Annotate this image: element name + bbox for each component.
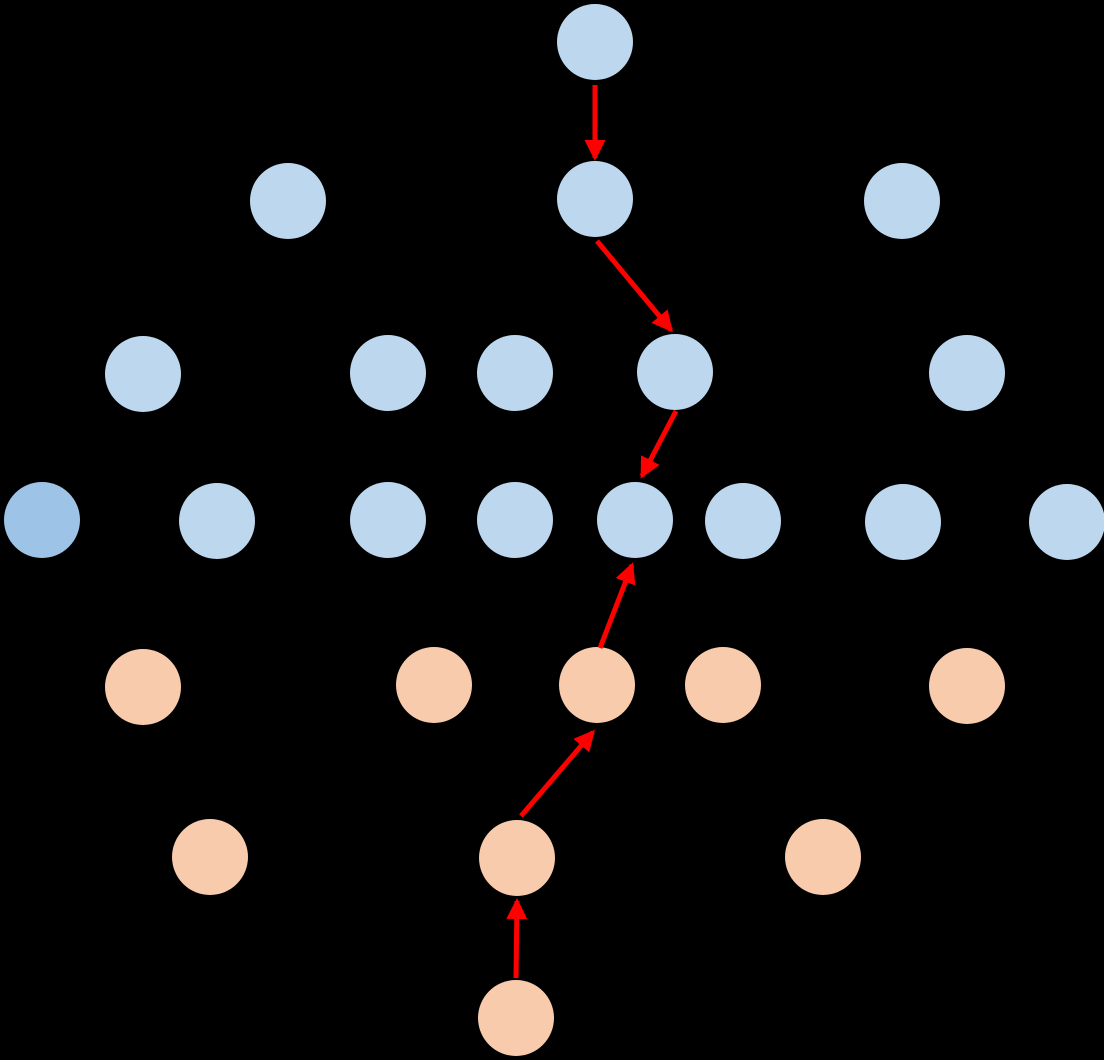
graph-node-r4-4 [477, 482, 553, 558]
graph-node-r4-3 [350, 482, 426, 558]
graph-node-r2-2 [557, 161, 633, 237]
graph-node-r2-1 [250, 163, 326, 239]
graph-node-r6-1 [172, 819, 248, 895]
search-path-arrow-r7-1-to-r6-2 [506, 898, 528, 979]
graph-node-r4-1 [4, 482, 80, 558]
graph-node-r5-5 [929, 648, 1005, 724]
graph-node-r2-3 [864, 163, 940, 239]
search-path-arrow-r3-4-to-r4-5 [639, 409, 679, 479]
graph-node-r4-8 [1029, 484, 1104, 560]
graph-node-r7-1 [478, 980, 554, 1056]
graph-node-r5-4 [685, 647, 761, 723]
graph-node-r3-1 [105, 336, 181, 412]
search-path-arrow-r5-3-to-r4-5 [597, 562, 636, 649]
search-path-arrow-r2-2-to-r3-4 [595, 239, 673, 333]
graph-node-r1-1 [557, 4, 633, 80]
graph-node-r6-3 [785, 819, 861, 895]
graph-node-r4-2 [179, 483, 255, 559]
graph-node-r3-3 [477, 335, 553, 411]
graph-node-r5-2 [396, 647, 472, 723]
graph-node-r4-5 [597, 482, 673, 558]
graph-node-r4-7 [865, 484, 941, 560]
graph-node-r5-1 [105, 649, 181, 725]
search-path-arrow-r6-2-to-r5-3 [519, 729, 595, 818]
graph-node-r3-4 [637, 334, 713, 410]
graph-node-r5-3 [559, 647, 635, 723]
graph-node-r3-2 [350, 335, 426, 411]
graph-node-r3-5 [929, 335, 1005, 411]
graph-node-r6-2 [479, 820, 555, 896]
graph-node-r4-6 [705, 483, 781, 559]
